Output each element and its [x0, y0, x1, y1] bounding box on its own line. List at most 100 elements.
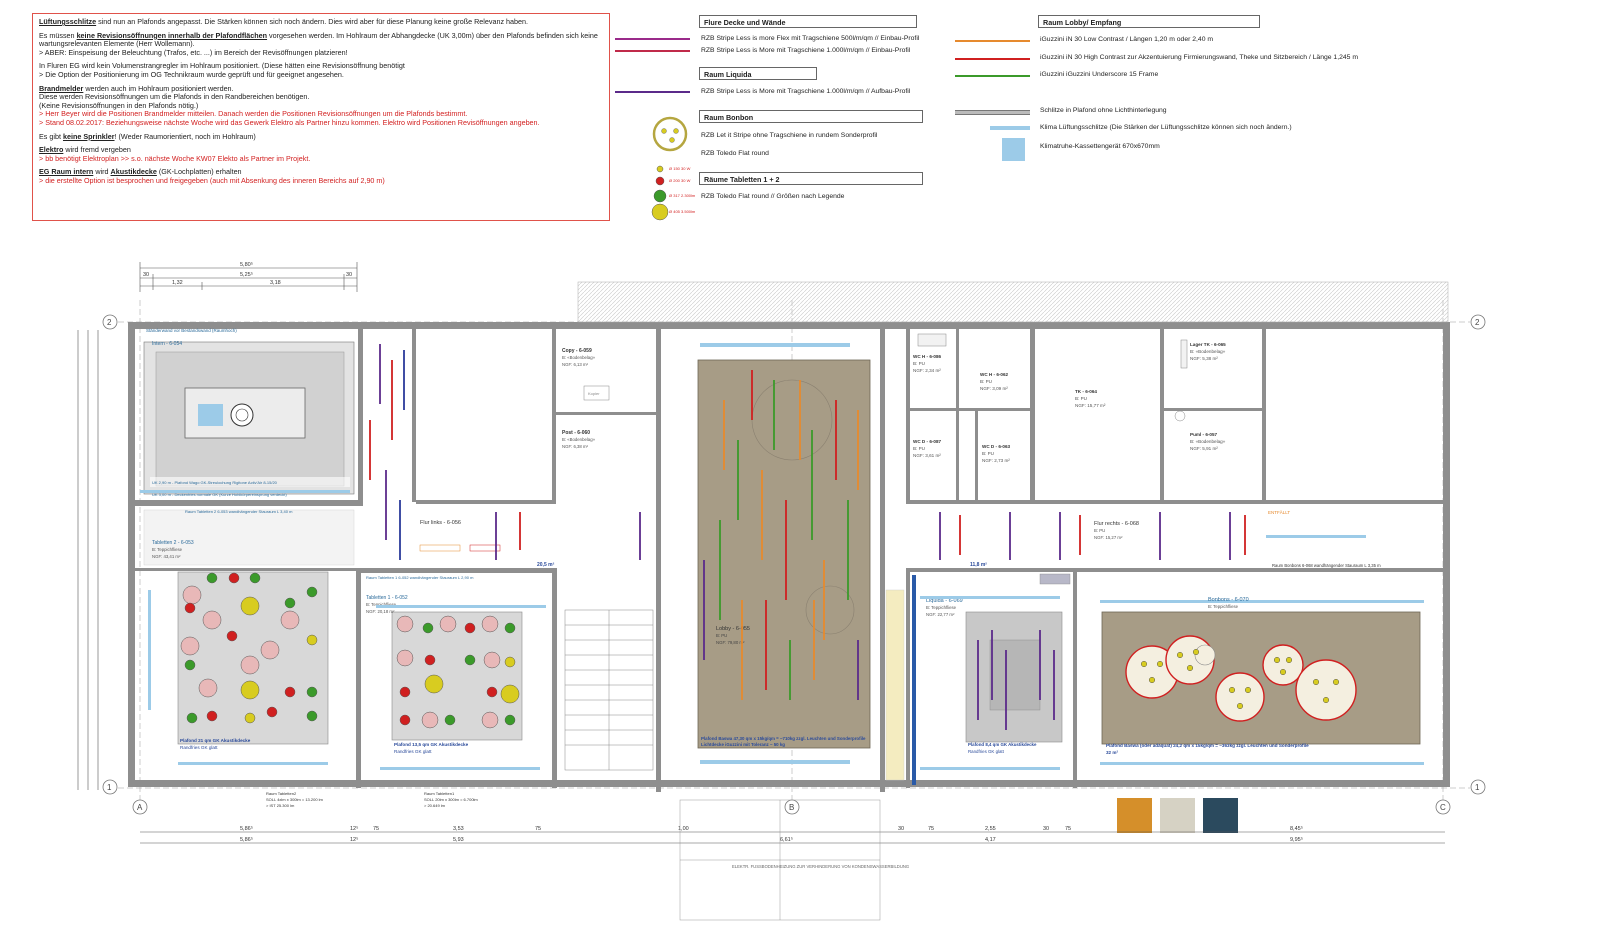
room-lobby: Lobby - 6-055 B: PU NGF: 79,80 m² Plafon…: [697, 343, 916, 785]
dim-label: 6,61⁵: [780, 836, 793, 843]
legend-text: Klima Lüftungsschlitze (Die Stärken der …: [1040, 124, 1292, 131]
room-label: Post - 6-060: [562, 430, 590, 436]
downlight: [422, 622, 434, 634]
room-label: B: «Bodenbelag»: [1190, 349, 1226, 354]
axis-label: 1: [107, 783, 112, 792]
legend-text: iGuzzini iN 30 High Contrast zur Akzentu…: [1040, 54, 1358, 61]
note-text: ! (Weder Raumorientiert, noch im Hohlrau…: [114, 131, 256, 141]
legend-text: iGuzzini iN 30 Low Contrast / Längen 1,2…: [1040, 36, 1214, 43]
room-label: NGF: 43,41 m²: [152, 554, 181, 559]
room-copy-post: Copy - 6-059 B: «Bodenbelag» NGF: 6,13 m…: [562, 348, 610, 449]
downlight: [206, 572, 218, 584]
note-text: Diese werden Revisionsöffnungen um die P…: [39, 92, 310, 102]
note-text: Es müssen: [39, 30, 77, 40]
room-label: B: PU: [982, 451, 994, 456]
room-label: B: PU: [913, 446, 925, 451]
axis-label: C: [1440, 803, 1446, 812]
room-label: NGF: 6,38 m²: [562, 444, 589, 449]
dim-label: 5,93: [453, 837, 464, 843]
room-label: Plafond 13,5 qm GK Akustikdecke: [394, 742, 469, 747]
legend-circle-label: Ø 405 3.500lm: [669, 209, 696, 214]
room-label: Raum Bonbons 6-068 wandhängender Staurau…: [1272, 563, 1381, 568]
downlight: [184, 602, 196, 614]
downlight: [464, 654, 476, 666]
room-label: Raum Tabletten 2 6-053 wandhängender Sta…: [185, 509, 293, 514]
note-text-red: > bb benötigt Elektroplan >> s.o. nächst…: [39, 153, 311, 163]
room-label: NGF: 5,91 m²: [1190, 446, 1218, 451]
legend-swatch-klimatruhe: [1002, 138, 1025, 161]
downlight: [206, 710, 218, 722]
downlight: [244, 712, 256, 724]
dim-label: 75: [1065, 826, 1071, 832]
room-label: NGF: 5,38 m²: [1190, 356, 1218, 361]
room-label: Lichtdecke iGuzzini mit Toleranz ~ 50 kg: [701, 742, 785, 747]
axis-label: 1: [1475, 783, 1480, 792]
downlight: [424, 654, 436, 666]
note-text: wird: [93, 167, 111, 177]
ceiling-spot: [439, 615, 457, 633]
legend-text: Schlitze in Plafond ohne Lichthinterlegu…: [1040, 107, 1167, 114]
wall-lights: [369, 344, 1246, 730]
ceiling-spot: [280, 610, 300, 630]
downlight: [226, 630, 238, 642]
tablet-lights: [180, 572, 520, 729]
note-text: Es gibt: [39, 131, 63, 141]
legend-text: RZB Stripe Less is More mit Tragschiene …: [701, 88, 911, 95]
room-label: NGF: 20,18 m²: [366, 609, 395, 614]
context-building: [577, 281, 1449, 323]
room-label: Randfries GK glatt: [394, 749, 432, 754]
ceiling-spot: [202, 610, 222, 630]
room-label: B: Teppichfliese: [152, 547, 183, 552]
downlight: [249, 572, 261, 584]
room-label: SOLL 4xlm x 300lm = 13.200 lm: [266, 797, 324, 802]
room-label: WC H - 6-086: [913, 354, 942, 359]
legend-text: RZB Let it Stripe ohne Tragschiene in ru…: [701, 132, 878, 139]
downlight: [464, 622, 476, 634]
note-heading: EG Raum intern: [39, 167, 94, 177]
room-label: NGF: 3,09 m²: [980, 386, 1008, 391]
legend-text: iGuzzini iGuzzini Underscore 15 Frame: [1040, 71, 1159, 78]
ceiling-spot: [182, 585, 202, 605]
room-label: NGF: 6,13 m²: [562, 362, 589, 367]
note-text: > Die Option der Positionierung im OG Te…: [39, 69, 344, 79]
note-heading: Lüftungsschlitze: [39, 17, 97, 26]
ceiling-spot: [198, 678, 218, 698]
room-tabletten-1: Tabletten 1 - 6-052 B: Teppichfliese NGF…: [366, 575, 546, 808]
room-label: WC D - 6-087: [913, 439, 942, 444]
dim-label: 3,53: [453, 826, 464, 832]
notes-box: Lüftungsschlitze sind nun an Plafonds an…: [32, 13, 610, 221]
room-label: Tabletten 1 - 6-052: [366, 595, 408, 601]
room-label: B: «Bodenbelag»: [562, 437, 596, 442]
dim-label: 9,95⁵: [1290, 836, 1303, 843]
room-label: Plafond Baswa 47,30 qm x 15kg/qm = ~710k…: [701, 736, 866, 741]
legend-text: Klimatruhe-Kassettengerät 670x670mm: [1040, 143, 1160, 150]
downlight: [228, 572, 240, 584]
note-text-red: > Stand 08.02.2017: Beziehungsweise näch…: [39, 117, 540, 127]
legend-line-red: [955, 58, 1030, 60]
dim-label: 5,80⁵: [240, 261, 253, 268]
legend-heading: Räume Tabletten 1 + 2: [699, 172, 923, 185]
room-label: B: PU: [1075, 396, 1087, 401]
legend-circle-label: Ø 150 30 W: [669, 166, 691, 171]
room-label: NGF: 3,61 m²: [913, 453, 941, 458]
room-label: NGF: 15,27 m²: [1094, 535, 1123, 540]
dim-label: 1,00: [678, 826, 689, 832]
downlight: [284, 597, 296, 609]
note-text: wird fremd vergeben: [63, 145, 131, 155]
room-label: NGF: 15,77 m²: [1075, 403, 1106, 408]
dim-label: 75: [928, 826, 934, 832]
downlight: [306, 634, 318, 646]
room-label: B: «Bodenbelag»: [1190, 439, 1226, 444]
note-heading: keine Revisionsöffnungen innerhalb der P…: [76, 30, 268, 40]
downlight: [399, 686, 411, 698]
room-label: Plafond 8,4 qm GK Akustikdecke: [968, 742, 1037, 747]
room-label: B: PU: [980, 379, 992, 384]
ceiling-spot: [481, 711, 499, 729]
legend-line-slot: [955, 110, 1030, 115]
ceiling-spot: [481, 615, 499, 633]
note-text: (Keine Revisionsöffnungen in den Plafond…: [39, 100, 199, 110]
top-dimensions: [139, 262, 358, 292]
note-text-red: > die erstellte Option ist besprochen un…: [39, 175, 385, 185]
room-label: 32 m²: [1106, 750, 1118, 755]
legend-text: RZB Stripe Less is More mit Tragschiene …: [701, 47, 911, 54]
